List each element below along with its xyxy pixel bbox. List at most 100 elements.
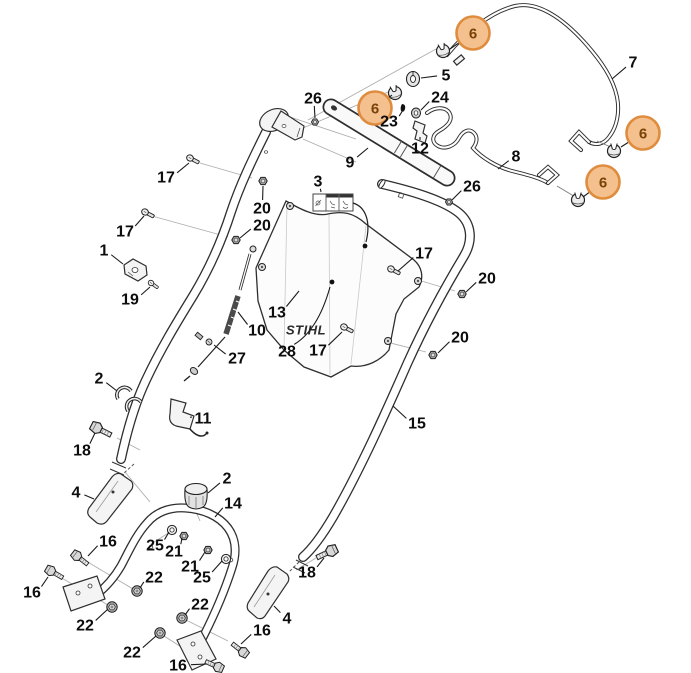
callout-14: 14 xyxy=(224,496,242,513)
callout-16: 16 xyxy=(253,623,271,640)
callout-leader xyxy=(176,162,190,174)
callout-leader xyxy=(184,608,190,616)
nut-21 xyxy=(179,531,189,541)
washer-25 xyxy=(220,553,232,565)
callout-leader xyxy=(497,160,510,170)
callout-leader xyxy=(139,581,145,589)
callout-17: 17 xyxy=(116,224,134,241)
callout-16: 16 xyxy=(169,658,187,673)
highlighted-callout-circle[interactable] xyxy=(585,164,621,200)
callout-18: 18 xyxy=(298,565,316,582)
callout-leader xyxy=(41,576,49,587)
callout-19: 19 xyxy=(121,292,139,309)
callout-leader xyxy=(437,341,450,354)
callout-20: 20 xyxy=(451,330,469,347)
callout-16: 16 xyxy=(99,534,117,551)
control-cable xyxy=(183,245,257,382)
callout-9: 9 xyxy=(346,155,355,172)
handle-tube-left xyxy=(109,107,305,476)
callout-21: 21 xyxy=(165,544,183,561)
callout-leader xyxy=(84,494,95,500)
callout-leader xyxy=(214,507,224,518)
callout-leader xyxy=(392,405,407,419)
cable-clip xyxy=(434,41,452,60)
warning-label xyxy=(312,193,369,249)
callout-leader xyxy=(240,634,252,645)
callout-leader xyxy=(611,66,627,80)
callout-leader xyxy=(397,257,414,272)
callout-leader xyxy=(105,382,118,392)
callout-leader xyxy=(142,635,157,648)
callout-leader xyxy=(207,482,221,494)
cable-adjuster xyxy=(194,331,213,346)
callout-leader xyxy=(449,42,460,50)
bolt-16 xyxy=(228,639,251,660)
callout-10: 10 xyxy=(248,323,266,340)
callout-leader xyxy=(420,75,438,79)
callout-leader xyxy=(316,557,325,568)
callout-leader xyxy=(620,141,629,148)
callout-18: 18 xyxy=(73,443,91,460)
callout-leader xyxy=(273,605,281,613)
callout-leader xyxy=(199,551,206,561)
callout-2: 2 xyxy=(95,371,104,388)
callout-leader xyxy=(319,188,322,193)
callout-28: 28 xyxy=(278,344,296,361)
callout-26: 26 xyxy=(463,179,481,196)
callout-15: 15 xyxy=(408,416,426,433)
callout-2: 2 xyxy=(223,471,232,488)
panel-marker-dot xyxy=(329,279,335,285)
switch-lever xyxy=(169,398,209,437)
callout-leader xyxy=(398,109,404,117)
callout-leader xyxy=(451,190,462,201)
callout-6[interactable]: 6 xyxy=(599,175,607,192)
callout-20: 20 xyxy=(253,201,271,218)
callout-24: 24 xyxy=(431,90,449,107)
grip-sleeve-right xyxy=(246,561,300,620)
callout-17: 17 xyxy=(157,170,175,187)
brand-logo: STIHL xyxy=(286,323,326,338)
callout-7: 7 xyxy=(629,55,638,72)
callout-leader xyxy=(582,191,590,198)
callout-leader xyxy=(239,228,252,239)
callout-13: 13 xyxy=(268,305,286,322)
callout-11: 11 xyxy=(195,411,212,428)
callout-27: 27 xyxy=(228,351,246,368)
callout-leader xyxy=(313,105,316,119)
callout-22: 22 xyxy=(191,597,209,614)
throttle-cable-lower xyxy=(425,106,561,185)
nut-20 xyxy=(457,289,467,299)
callout-3: 3 xyxy=(314,174,323,191)
clamp-halves xyxy=(115,385,143,413)
callout-leader xyxy=(211,560,223,573)
callout-leader xyxy=(190,663,208,666)
highlighted-callout-circle[interactable] xyxy=(625,115,661,151)
callout-leader xyxy=(89,432,96,444)
bolt-16 xyxy=(69,548,92,569)
callout-leader xyxy=(140,286,151,296)
panel-rivet xyxy=(258,202,422,345)
bracket-plate-left xyxy=(62,575,106,612)
callout-4: 4 xyxy=(283,611,292,628)
nut-20 xyxy=(258,176,268,186)
callout-leader xyxy=(465,282,477,293)
callout-22: 22 xyxy=(123,645,141,662)
callout-21: 21 xyxy=(181,559,199,576)
callout-leader xyxy=(237,311,248,325)
callout-6[interactable]: 6 xyxy=(469,26,477,43)
callout-6[interactable]: 6 xyxy=(639,126,647,143)
cable-collar xyxy=(452,54,466,66)
highlighted-callout-circle[interactable] xyxy=(357,90,393,126)
callout-8: 8 xyxy=(512,149,521,166)
callout-leader xyxy=(213,344,227,355)
callout-leader xyxy=(95,608,109,621)
highlighted-callout-circle[interactable] xyxy=(455,15,491,51)
callout-6[interactable]: 6 xyxy=(371,101,379,118)
callout-17: 17 xyxy=(309,343,327,360)
lower-handle-bracket xyxy=(62,503,240,671)
pin-23 xyxy=(400,104,406,112)
callout-22: 22 xyxy=(76,618,94,635)
